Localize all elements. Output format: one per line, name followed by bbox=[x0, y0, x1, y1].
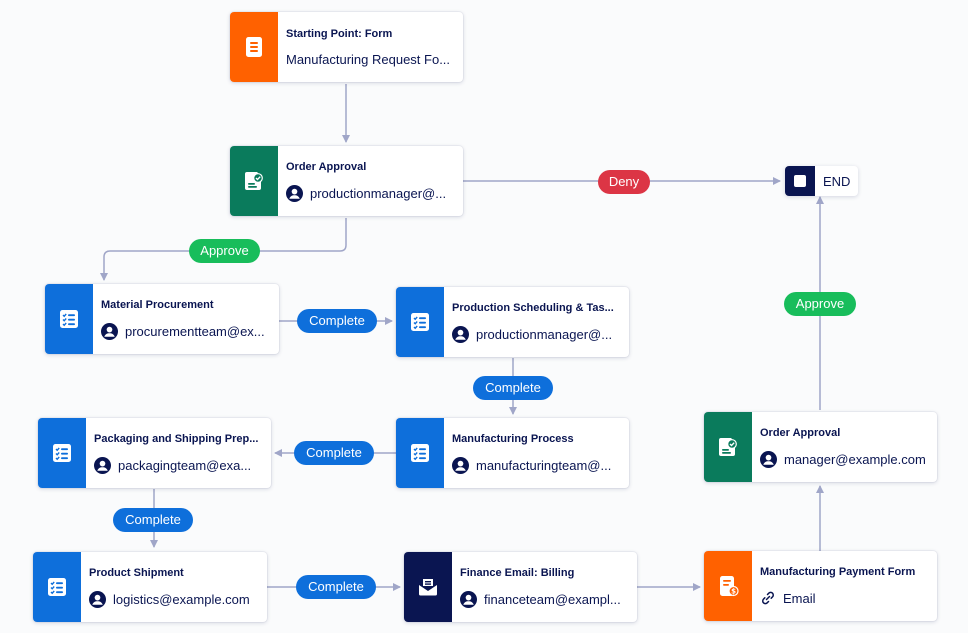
stop-icon bbox=[785, 166, 815, 196]
user-icon bbox=[101, 322, 118, 340]
end-label: END bbox=[823, 173, 851, 189]
user-icon bbox=[94, 456, 111, 474]
payment-form-icon: $ bbox=[720, 576, 739, 597]
task-icon-tile bbox=[38, 418, 86, 488]
node-title: Finance Email: Billing bbox=[460, 566, 575, 579]
production-scheduling-node[interactable]: Production Scheduling & Tas... productio… bbox=[396, 287, 629, 357]
end-node[interactable]: END bbox=[785, 166, 859, 196]
node-assignee: productionmanager@... bbox=[476, 326, 613, 342]
approval-icon bbox=[245, 172, 263, 190]
product-shipment-node[interactable]: Product Shipment logistics@example.com bbox=[33, 552, 267, 622]
task-list-icon bbox=[411, 444, 429, 462]
manufacturing-process-node[interactable]: Manufacturing Process manufacturingteam@… bbox=[396, 418, 629, 488]
material-procurement-node[interactable]: Material Procurement procurementteam@ex.… bbox=[45, 284, 279, 354]
node-title: Packaging and Shipping Prep... bbox=[94, 432, 259, 445]
node-assignee: financeteam@exampl... bbox=[484, 591, 621, 607]
payment-icon-tile: $ bbox=[704, 551, 752, 621]
form-icon bbox=[246, 37, 262, 57]
node-assignee: packagingteam@exa... bbox=[118, 457, 252, 473]
user-icon bbox=[286, 184, 303, 202]
form-icon-tile bbox=[230, 12, 278, 82]
email-icon-tile bbox=[404, 552, 452, 622]
user-icon bbox=[460, 590, 477, 608]
node-subtitle: Manufacturing Request Fo... bbox=[286, 51, 451, 67]
node-title: Order Approval bbox=[286, 160, 367, 173]
task-icon-tile bbox=[396, 418, 444, 488]
complete-label[interactable]: Complete bbox=[296, 575, 376, 599]
user-icon bbox=[89, 590, 106, 608]
node-title: Material Procurement bbox=[101, 298, 214, 311]
task-icon-tile bbox=[396, 287, 444, 357]
task-list-icon bbox=[60, 310, 78, 328]
svg-text:$: $ bbox=[731, 588, 736, 596]
deny-label[interactable]: Deny bbox=[598, 170, 650, 194]
node-title: Manufacturing Payment Form bbox=[760, 566, 916, 578]
node-assignee: manufacturingteam@... bbox=[476, 457, 612, 473]
node-assignee: productionmanager@... bbox=[310, 185, 447, 201]
node-title: Production Scheduling & Tas... bbox=[452, 301, 614, 314]
task-list-icon bbox=[53, 444, 71, 462]
node-title: Starting Point: Form bbox=[286, 27, 393, 40]
finance-email-node[interactable]: Finance Email: Billing financeteam@examp… bbox=[404, 552, 637, 622]
approval-icon-tile bbox=[704, 412, 752, 482]
node-assignee: manager@example.com bbox=[784, 451, 926, 467]
approval-icon bbox=[719, 438, 737, 456]
approve-label[interactable]: Approve bbox=[189, 239, 260, 263]
approve-label[interactable]: Approve bbox=[784, 292, 856, 316]
node-title: Product Shipment bbox=[89, 566, 184, 579]
complete-label[interactable]: Complete bbox=[294, 441, 374, 465]
complete-label[interactable]: Complete bbox=[113, 508, 193, 532]
node-assignee: procurementteam@ex... bbox=[125, 323, 265, 339]
node-assignee: logistics@example.com bbox=[113, 591, 250, 607]
task-list-icon bbox=[411, 313, 429, 331]
approval-icon-tile bbox=[230, 146, 278, 216]
complete-label[interactable]: Complete bbox=[473, 376, 553, 400]
node-title: Order Approval bbox=[760, 426, 841, 439]
node-subtitle: Email bbox=[783, 590, 816, 606]
email-icon bbox=[419, 579, 437, 596]
complete-label[interactable]: Complete bbox=[297, 309, 377, 333]
payment-form-node[interactable]: $ Manufacturing Payment Form Email bbox=[704, 551, 937, 621]
packaging-node[interactable]: Packaging and Shipping Prep... packaging… bbox=[38, 418, 271, 488]
user-icon bbox=[452, 325, 469, 343]
task-icon-tile bbox=[33, 552, 81, 622]
manager-approval-node[interactable]: Order Approval manager@example.com bbox=[704, 412, 937, 482]
link-icon bbox=[762, 591, 774, 605]
user-icon bbox=[760, 450, 777, 468]
task-icon-tile bbox=[45, 284, 93, 354]
order-approval-node[interactable]: Order Approval productionmanager@... bbox=[230, 146, 463, 216]
user-icon bbox=[452, 456, 469, 474]
node-title: Manufacturing Process bbox=[452, 432, 574, 445]
start-form-node[interactable]: Starting Point: Form Manufacturing Reque… bbox=[230, 12, 463, 82]
task-list-icon bbox=[48, 578, 66, 596]
